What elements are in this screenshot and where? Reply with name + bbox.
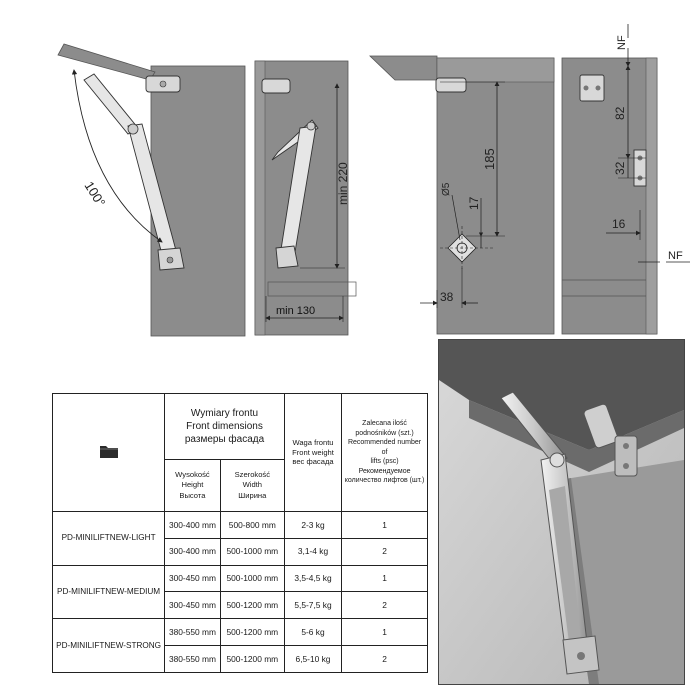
width-cell: 500-1200 mm <box>219 591 285 620</box>
width-cell: 500-800 mm <box>219 511 285 539</box>
width-cell: 500-1200 mm <box>219 645 285 673</box>
table-row: 380-550 mm 500-1200 mm 6,5-10 kg 2 <box>53 645 428 673</box>
width-cell: 500-1000 mm <box>219 537 285 566</box>
width-cell: 500-1000 mm <box>219 564 285 593</box>
model-name: PD-MINILIFTNEW-LIGHT <box>51 511 166 566</box>
dim-82: 82 <box>613 106 627 120</box>
weight-cell: 3,1-4 kg <box>283 537 343 566</box>
lifts-cell: 1 <box>341 618 428 647</box>
drawing-mounting-dimensions: Ø5 185 17 38 <box>369 55 555 335</box>
lifts-cell: 2 <box>341 537 428 566</box>
height-cell: 300-450 mm <box>164 564 221 593</box>
lifts-cell: 2 <box>341 591 428 620</box>
height-cell: 300-400 mm <box>164 537 221 566</box>
lifts-cell: 2 <box>341 645 428 673</box>
weight-cell: 3,5-4,5 kg <box>283 564 343 593</box>
product-photo-illustration <box>439 340 684 684</box>
dim-32: 32 <box>613 161 627 175</box>
model-name: PD-MINILIFTNEW-STRONG <box>51 618 166 673</box>
dim-min-130: min 130 <box>276 305 315 317</box>
nf-top-label: NF <box>616 35 628 50</box>
dim-185: 185 <box>482 148 497 170</box>
header-height: Wysokość Height Высота <box>164 459 221 512</box>
model-name: PD-MINILIFTNEW-MEDIUM <box>51 564 166 620</box>
nf-right-label: NF <box>668 250 683 262</box>
product-photo <box>438 339 685 685</box>
height-cell: 380-550 mm <box>164 645 221 673</box>
dim-drill-diameter: Ø5 <box>441 182 452 196</box>
drawing-opening-angle: 100° <box>57 43 246 337</box>
folder-cell <box>51 393 166 512</box>
height-cell: 300-400 mm <box>164 511 221 539</box>
header-width: Szerokość Width Ширина <box>219 459 285 512</box>
table-row: PD-MINILIFTNEW-LIGHT 300-400 mm 500-800 … <box>51 511 428 566</box>
technical-drawings: 100° min 220 min 130 <box>57 24 690 337</box>
height-cell: 300-450 mm <box>164 591 221 620</box>
header-front-weight: Waga frontu Front weight вес фасада <box>283 393 343 512</box>
dim-38: 38 <box>440 290 454 304</box>
drawing-minimum-dimensions: min 220 min 130 <box>254 60 357 336</box>
table-row: PD-MINILIFTNEW-MEDIUM 300-450 mm 500-100… <box>51 564 428 620</box>
table-row: 300-400 mm 500-1000 mm 3,1-4 kg 2 <box>53 537 428 566</box>
header-recommended-lifts: Zalecana ilość podnośników (szt.) Recomm… <box>341 393 428 512</box>
weight-cell: 2-3 kg <box>283 511 343 539</box>
dim-17: 17 <box>467 196 481 210</box>
height-cell: 380-550 mm <box>164 618 221 647</box>
header-front-dimensions: Wymiary frontu Front dimensions размеры … <box>164 393 285 460</box>
lifts-cell: 1 <box>341 564 428 593</box>
angle-label: 100° <box>81 179 108 210</box>
weight-cell: 5,5-7,5 kg <box>283 591 343 620</box>
lifts-cell: 1 <box>341 511 428 539</box>
drawing-side-view: NF 82 32 16 NF <box>561 24 690 335</box>
width-cell: 500-1200 mm <box>219 618 285 647</box>
weight-cell: 5-6 kg <box>283 618 343 647</box>
dim-min-220: min 220 <box>336 162 350 205</box>
table-row: PD-MINILIFTNEW-STRONG 380-550 mm 500-120… <box>51 618 428 673</box>
weight-cell: 6,5-10 kg <box>283 645 343 673</box>
specification-table: Wymiary frontu Front dimensions размеры … <box>51 393 428 673</box>
dim-16: 16 <box>612 217 626 231</box>
folder-icon <box>99 446 118 459</box>
